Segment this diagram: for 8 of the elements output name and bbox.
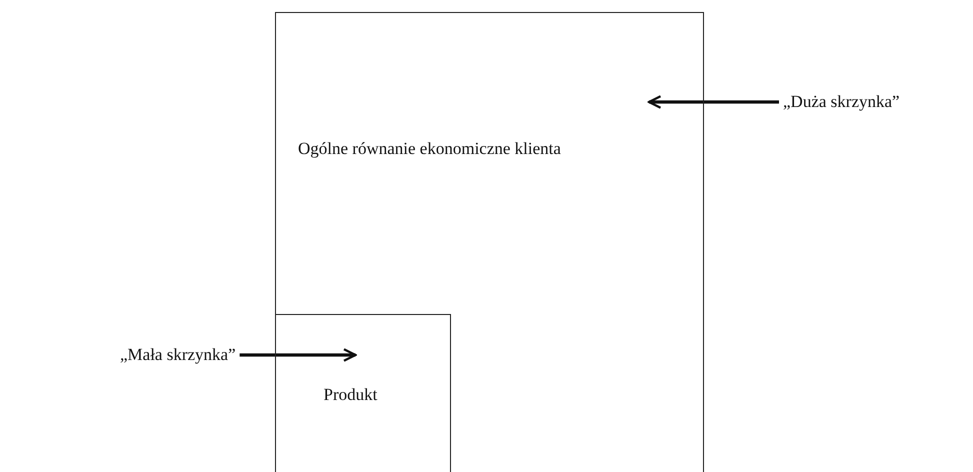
callout-label: „Duża skrzynka” — [783, 92, 900, 112]
arrow — [648, 95, 779, 109]
box-label: Produkt — [324, 384, 378, 404]
inner-box — [274, 314, 450, 472]
outer-box — [275, 12, 704, 472]
box-label: Ogólne równanie ekonomiczne klienta — [298, 139, 561, 159]
arrow — [240, 348, 357, 362]
callout-label: „Mała skrzynka” — [120, 345, 236, 365]
